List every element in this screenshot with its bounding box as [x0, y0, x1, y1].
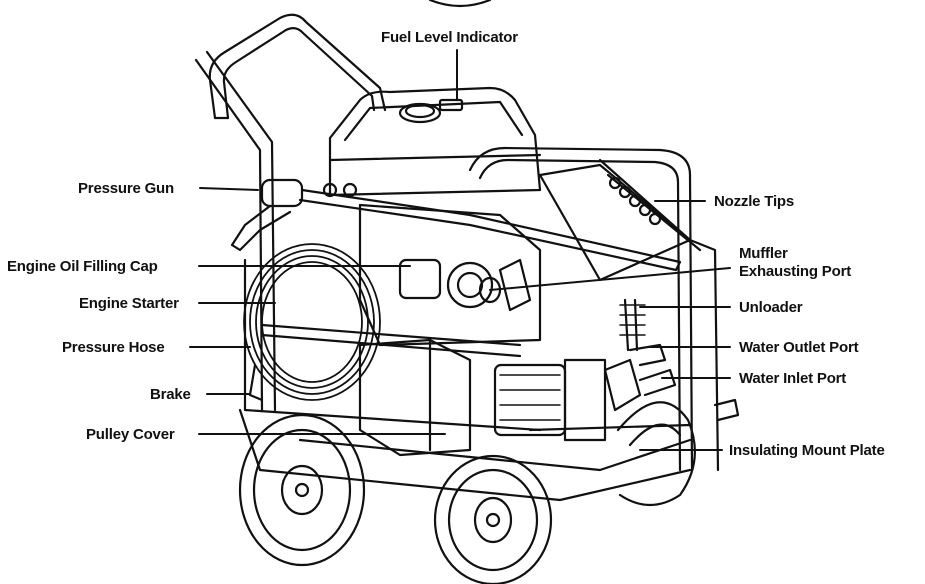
label-pressure-hose: Pressure Hose: [62, 339, 165, 356]
label-brake: Brake: [150, 386, 191, 403]
leader-lines: [189, 49, 731, 451]
label-engine-oil-filling-cap: Engine Oil Filling Cap: [7, 258, 158, 275]
wheel-left-rear: [238, 413, 366, 567]
label-engine-starter: Engine Starter: [79, 295, 179, 312]
label-water-inlet-port: Water Inlet Port: [739, 370, 847, 387]
label-nozzle-tips: Nozzle Tips: [714, 193, 795, 210]
engine-block: [358, 203, 542, 347]
label-pulley-cover: Pulley Cover: [86, 426, 175, 443]
label-water-outlet-port: Water Outlet Port: [739, 339, 859, 356]
label-muffler-line2: Exhausting Port: [739, 263, 852, 280]
leader-muffler: [489, 267, 731, 291]
leader-pressure-gun: [199, 187, 259, 191]
label-insulating-mount-plate: Insulating Mount Plate: [729, 442, 885, 459]
label-unloader: Unloader: [739, 299, 803, 316]
top-panel: [538, 163, 692, 282]
hose-coil: [243, 243, 381, 401]
label-muffler-line1: Muffler: [739, 245, 788, 262]
top-partial-circle: [428, 0, 492, 8]
main-frame: [468, 146, 720, 472]
left-frame: [243, 258, 542, 432]
pump-assembly: [493, 298, 740, 442]
wheel-right-rear: [616, 401, 696, 506]
pulley-cover-drawing: [358, 338, 472, 457]
fuel-tank: [328, 86, 542, 197]
label-pressure-gun: Pressure Gun: [78, 180, 174, 197]
label-fuel-level-indicator: Fuel Level Indicator: [381, 29, 518, 46]
pressure-gun-drawing: [230, 178, 682, 272]
wheel-left-front: [433, 454, 553, 584]
